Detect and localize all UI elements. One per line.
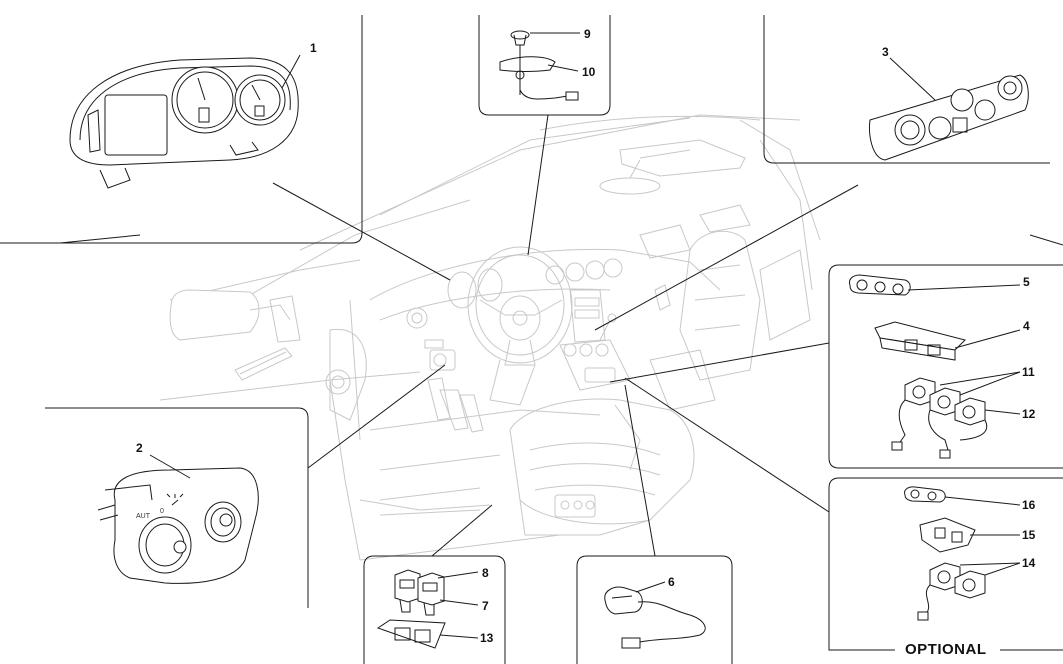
panel-3-frame	[763, 15, 1050, 164]
window-switch-assembly	[376, 569, 479, 649]
leader-lines	[59, 114, 859, 557]
label-11: 11	[1022, 365, 1035, 379]
instrument-cluster	[69, 54, 301, 189]
label-7: 7	[482, 599, 489, 613]
label-15: 15	[1022, 528, 1036, 542]
label-12: 12	[1022, 407, 1036, 421]
panel-optional-frame	[828, 477, 1063, 651]
part-number-labels: 1 2 3 4 5 6 7 8 9 10 11 12 13 14 15 16 O…	[136, 27, 1036, 658]
panel-1-frame	[0, 15, 363, 244]
optional-label: OPTIONAL	[905, 641, 987, 658]
label-14: 14	[1022, 556, 1036, 570]
label-3: 3	[882, 45, 889, 59]
label-16: 16	[1022, 498, 1036, 512]
headlight-switch: AUT 0	[97, 454, 259, 584]
panel-8-7-13-frame	[363, 555, 506, 664]
panel-9-10-frame	[478, 15, 611, 116]
fuel-level-sender	[499, 30, 580, 101]
label-10: 10	[582, 65, 596, 79]
panel-4-5-11-12-frame	[828, 264, 1063, 469]
climate-control-panel	[869, 57, 1029, 161]
label-4: 4	[1023, 319, 1030, 333]
label-9: 9	[584, 27, 591, 41]
callout-panels	[0, 15, 1063, 664]
sensor-with-cable	[604, 581, 706, 649]
label-2: 2	[136, 441, 143, 455]
label-13: 13	[480, 631, 494, 645]
switch-mark-aut: AUT	[136, 513, 151, 520]
panel-6-frame	[576, 555, 733, 664]
switch-assembly-optional	[904, 486, 1021, 621]
car-interior-drawing	[159, 114, 821, 561]
label-1: 1	[310, 41, 317, 55]
switch-assembly-standard	[849, 274, 1021, 459]
label-6: 6	[668, 575, 675, 589]
panel-2-frame	[45, 407, 309, 608]
label-5: 5	[1023, 275, 1030, 289]
label-8: 8	[482, 566, 489, 580]
switch-mark-zero: 0	[160, 508, 164, 515]
